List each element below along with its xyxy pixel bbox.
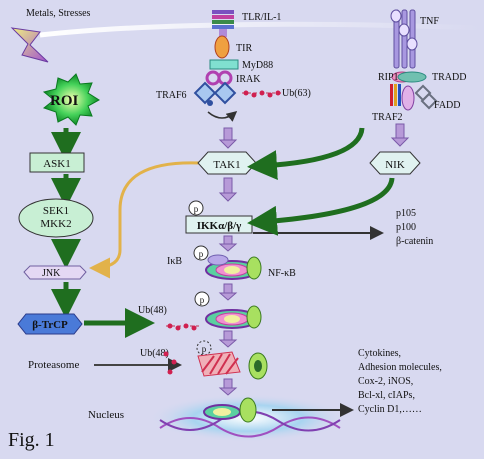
sek1-label: SEK1: [43, 205, 69, 217]
traf6-label: TRAF6: [156, 90, 187, 101]
tir-label: TIR: [236, 43, 252, 54]
nik-label: NIK: [385, 159, 405, 171]
myd88-shape: [209, 59, 239, 70]
ikk-phospho-circle: [188, 200, 204, 216]
sek1-mkk2-oval: [18, 198, 94, 238]
ikb-phospho-circle-3: [196, 340, 212, 356]
ikb-label: IκB: [167, 256, 182, 267]
rip1-label: RIP1: [378, 72, 399, 83]
ask1-box: [29, 152, 85, 173]
tir-shape: [214, 35, 230, 59]
autoubiquitination-arrow: [207, 111, 238, 122]
tradd-shape: [397, 71, 427, 83]
purple-arrow-ikb-ub: [218, 283, 238, 301]
irak-label: IRAK: [236, 74, 261, 85]
gene-list: Cytokines, Adhesion molecules, Cox-2, iN…: [358, 348, 442, 415]
metals-stresses-label: Metals, Stresses: [26, 8, 91, 19]
jnk-label: JNK: [42, 268, 61, 279]
purple-arrow-traf6-tak1: [218, 127, 238, 149]
tradd-label: TRADD: [432, 72, 466, 83]
ikb-nfkb-complex-2: [205, 305, 262, 329]
ask1-label: ASK1: [43, 158, 71, 170]
ikb-phospho-circle-1: [193, 245, 209, 261]
traf2-label: TRAF2: [372, 112, 403, 123]
traf2-shape: [401, 85, 415, 111]
gene-item-3: Cox-2, iNOS,: [358, 376, 413, 387]
ub48-label-1: Ub(48): [138, 305, 167, 316]
arrow-nik-ikk: [247, 177, 395, 236]
traf6-diamond-1: [193, 81, 217, 105]
purple-arrow-tak1-ikk: [218, 177, 238, 202]
figure-label: Fig. 1: [8, 429, 55, 451]
nfkb-bound-dna: [203, 397, 257, 423]
fadd-diamond-2: [420, 92, 438, 110]
fadd-label: FADD: [434, 100, 460, 111]
gene-item-5: Cyclin D1,……: [358, 404, 422, 415]
traf6-dot: [207, 100, 213, 106]
ub48-label-2: Ub(48): [140, 348, 169, 359]
ikk-phospho-label: p: [194, 204, 199, 214]
target-p100: p100: [396, 222, 416, 233]
purple-arrow-ub-proteasome: [218, 330, 238, 348]
ikb-phospho-label-3: p: [202, 344, 207, 354]
arrow-tak1-jnk: [89, 161, 201, 279]
free-nfkb: [248, 352, 268, 380]
tnf-receptor: [390, 9, 418, 69]
jnk-shape: [23, 265, 87, 280]
tlr-receptor: [212, 10, 234, 37]
myd88-label: MyD88: [242, 60, 273, 71]
nik-shape: [369, 151, 421, 175]
purple-arrow-ikk-ikb: [218, 235, 238, 252]
roi-burst: [42, 73, 100, 126]
ikk-label: IKKα/β/γ: [197, 220, 242, 232]
traf6-diamond-2: [213, 81, 237, 105]
purple-arrow-traf2-nik: [390, 123, 410, 147]
dna-strand-1: [159, 416, 341, 438]
gene-item-4: Bcl-xl, cIAPs,: [358, 390, 415, 401]
ikb-phospho-label-1: p: [199, 249, 204, 259]
purple-arrow-nuclear-translocation: [218, 378, 238, 396]
mkk2-label: MKK2: [40, 218, 71, 230]
nfkb-label: NF-κB: [268, 268, 296, 279]
ikb-nfkb-complex-1: [205, 254, 262, 280]
ub48-chain-1: [166, 323, 200, 331]
gene-item-2: Adhesion molecules,: [358, 362, 442, 373]
ub63-label: Ub(63): [282, 88, 311, 99]
btrcp-label: β-TrCP: [32, 319, 68, 331]
tlr-label: TLR/IL-1: [242, 12, 281, 23]
ikb-phospho-label-2: p: [200, 295, 205, 305]
tnf-label: TNF: [420, 16, 439, 27]
degraded-ikb: [197, 351, 241, 377]
lightning-bolt-icon: [10, 27, 49, 63]
proteasome-label: Proteasome: [28, 359, 79, 371]
tak1-label: TAK1: [213, 159, 240, 171]
roi-label: ROI: [50, 93, 79, 109]
nucleus-label: Nucleus: [88, 409, 124, 421]
fadd-diamond-1: [414, 84, 432, 102]
ub48-dots-2: [163, 351, 177, 375]
ikb-phospho-circle-2: [194, 291, 210, 307]
target-p105: p105: [396, 208, 416, 219]
rip1-bars: [390, 84, 401, 106]
btrcp-shape: [17, 313, 83, 335]
target-beta-catenin: β-catenin: [396, 236, 433, 247]
gene-item-1: Cytokines,: [358, 348, 401, 359]
arrow-traf2-tak1: [247, 127, 365, 181]
ub63-chain: [242, 90, 284, 98]
irak-ring-1: [205, 70, 221, 86]
